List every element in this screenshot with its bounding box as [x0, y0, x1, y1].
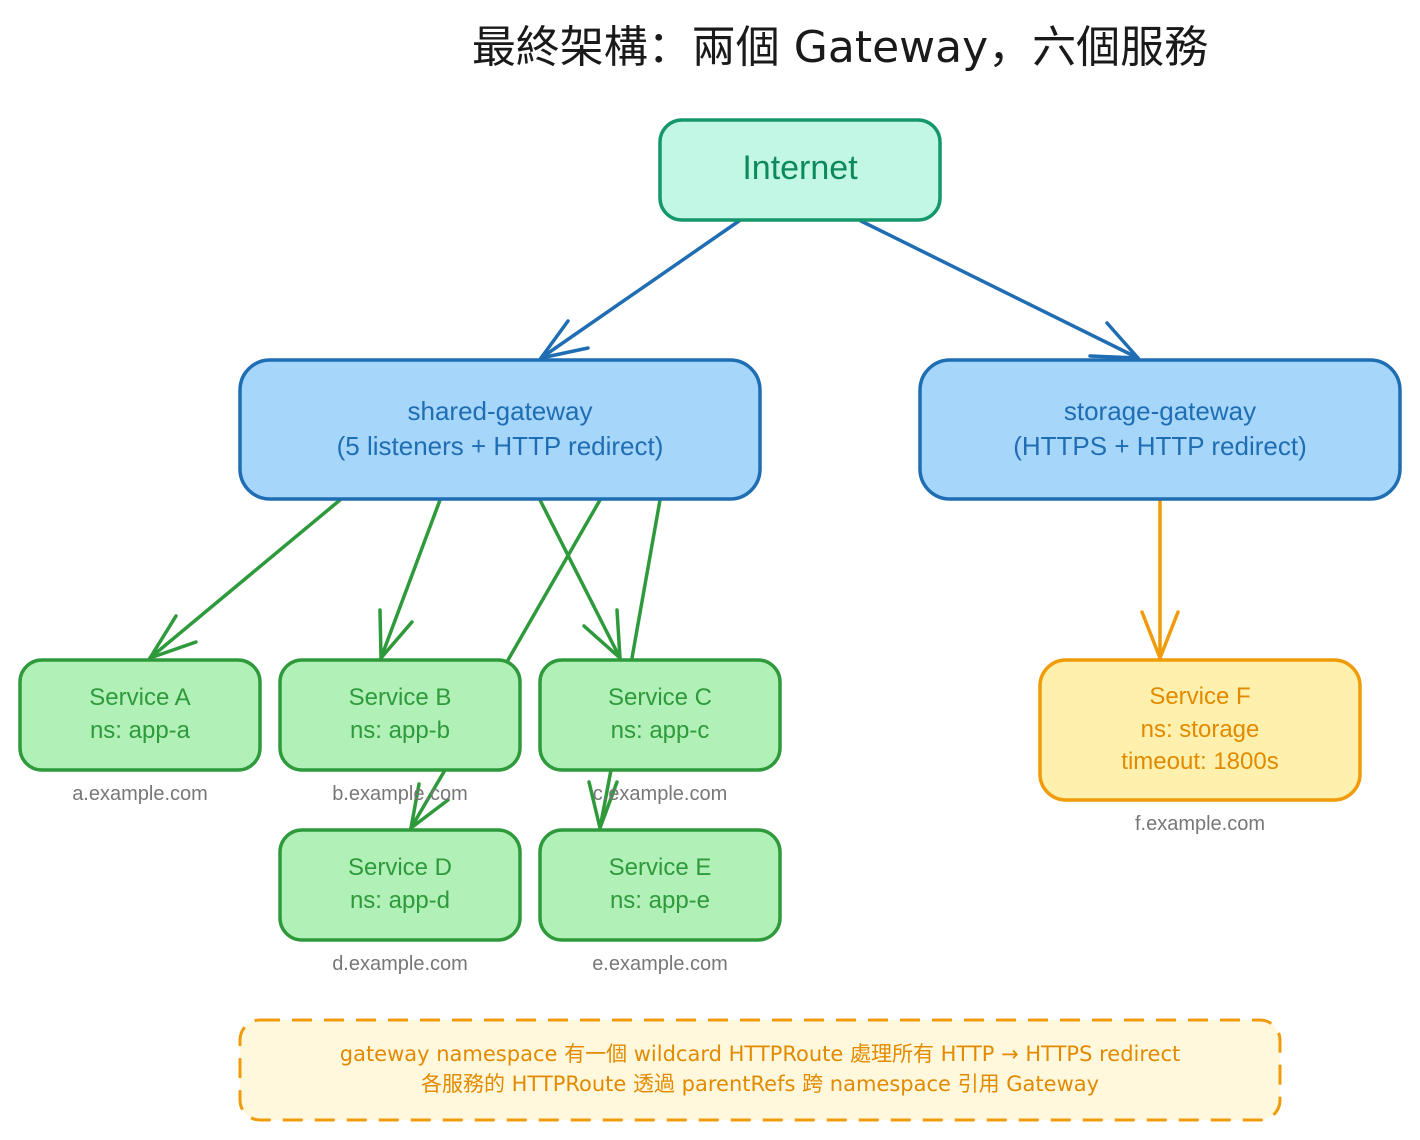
internet-node: Internet	[658, 118, 942, 222]
edge-internet-to-shared-gateway	[539, 219, 741, 360]
service-e-node: Service E ns: app-e	[538, 828, 782, 942]
service-d-node: Service D ns: app-d	[278, 828, 522, 942]
service-f-timeout: timeout: 1800s	[1121, 748, 1278, 775]
service-a-domain: a.example.com	[72, 783, 208, 805]
note-line-2: 各服務的 HTTPRoute 透過 parentRefs 跨 namespace…	[421, 1072, 1099, 1096]
service-d-namespace: ns: app-d	[350, 887, 450, 914]
service-b-name: Service B	[349, 684, 452, 711]
service-c-domain: c.example.com	[593, 783, 728, 805]
shared-gateway-name: shared-gateway	[408, 396, 593, 426]
diagram-title: 最終架構：兩個 Gateway，六個服務	[472, 22, 1208, 73]
service-f-node: Service F ns: storage timeout: 1800s	[1038, 658, 1362, 802]
note-line-1: gateway namespace 有一個 wildcard HTTPRoute…	[340, 1042, 1180, 1066]
service-f-domain: f.example.com	[1135, 813, 1265, 835]
service-c-namespace: ns: app-c	[611, 717, 710, 744]
service-a-name: Service A	[89, 684, 190, 711]
service-c-name: Service C	[608, 684, 712, 711]
edge-internet-to-storage-gateway	[859, 219, 1140, 360]
service-d-name: Service D	[348, 854, 452, 881]
service-e-namespace: ns: app-e	[610, 887, 710, 914]
service-e-domain: e.example.com	[592, 953, 728, 975]
shared-gateway-detail: (5 listeners + HTTP redirect)	[337, 431, 664, 461]
service-b-namespace: ns: app-b	[350, 717, 450, 744]
storage-gateway-name: storage-gateway	[1064, 396, 1256, 426]
service-e-name: Service E	[609, 854, 712, 881]
storage-gateway-node: storage-gateway (HTTPS + HTTP redirect)	[918, 358, 1402, 501]
service-a-namespace: ns: app-a	[90, 717, 191, 744]
storage-gateway-detail: (HTTPS + HTTP redirect)	[1013, 431, 1307, 461]
edge-storage-gateway-to-service-f	[1140, 498, 1180, 660]
edge-shared-gateway-to-service-c	[538, 498, 622, 660]
edge-shared-gateway-to-service-c-second	[630, 498, 662, 660]
shared-gateway-node: shared-gateway (5 listeners + HTTP redir…	[238, 358, 762, 501]
service-a-node: Service A ns: app-a	[18, 658, 262, 772]
internet-label: Internet	[742, 149, 858, 187]
edge-shared-gateway-to-service-b	[378, 498, 442, 660]
service-b-node: Service B ns: app-b	[278, 658, 522, 772]
service-f-name: Service F	[1149, 683, 1250, 710]
service-d-domain: d.example.com	[332, 953, 468, 975]
service-f-namespace: ns: storage	[1141, 716, 1260, 743]
service-b-domain: b.example.com	[332, 783, 468, 805]
service-c-node: Service C ns: app-c	[538, 658, 782, 772]
edge-shared-gateway-to-service-a	[148, 498, 342, 660]
note-box: gateway namespace 有一個 wildcard HTTPRoute…	[238, 1018, 1282, 1122]
edge-service-c-to-service-e	[587, 768, 619, 830]
